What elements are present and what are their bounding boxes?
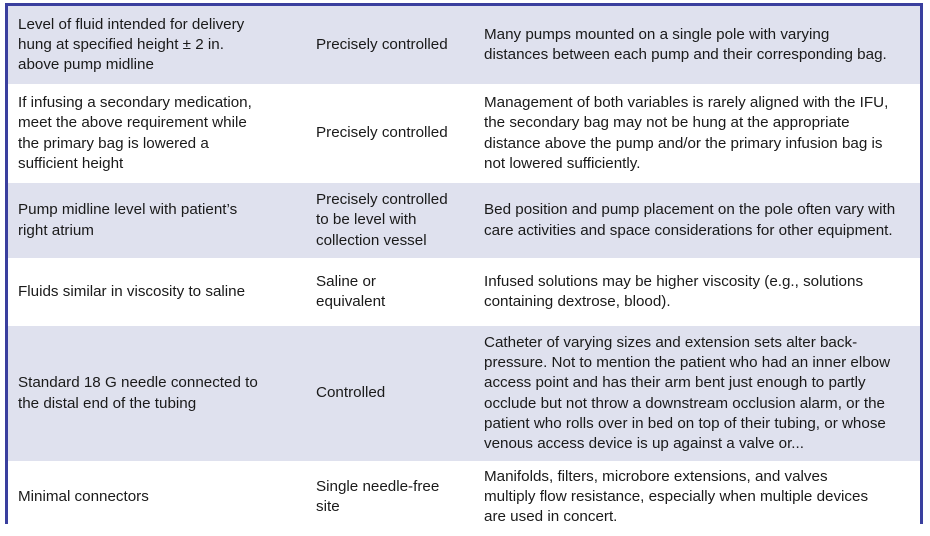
reality-text: Bed position and pump placement on the p… (484, 201, 896, 239)
table-body: Level of fluid intended for delivery hun… (8, 6, 920, 534)
requirement-text: Fluids similar in viscosity to saline (18, 282, 246, 300)
table-row: Minimal connectors Single needle-free si… (8, 461, 920, 534)
requirement-text: Minimal connectors (18, 488, 149, 506)
table-row: Standard 18 G needle connected to the di… (8, 326, 920, 461)
requirement-text: Pump midline level with patient’s right … (18, 201, 238, 239)
control-text: Precisely controlled (316, 35, 448, 53)
table-cell-requirement: Standard 18 G needle connected to the di… (8, 326, 306, 461)
table-cell-reality: Infused solutions may be higher viscosit… (474, 258, 920, 326)
table-cell-reality: Catheter of varying sizes and extension … (474, 326, 920, 461)
requirement-text: Level of fluid intended for delivery hun… (18, 15, 245, 74)
table-cell-control: Saline or equivalent (306, 258, 474, 326)
control-text: Controlled (316, 384, 386, 402)
control-text: Precisely controlled (316, 124, 448, 142)
reality-text: Management of both variables is rarely a… (484, 94, 889, 172)
reality-text: Infused solutions may be higher viscosit… (484, 272, 864, 310)
table-cell-reality: Management of both variables is rarely a… (474, 84, 920, 183)
spec-comparison-table: Level of fluid intended for delivery hun… (8, 6, 920, 534)
table-cell-reality: Manifolds, filters, microbore extensions… (474, 461, 920, 534)
table-cell-control: Precisely controlled (306, 6, 474, 84)
table-cell-requirement: Pump midline level with patient’s right … (8, 183, 306, 258)
requirement-text: If infusing a secondary medication, meet… (18, 94, 252, 172)
table-cell-control: Precisely controlled to be level with co… (306, 183, 474, 258)
spec-comparison-table-container: Level of fluid intended for delivery hun… (5, 3, 923, 534)
table-cell-control: Precisely controlled (306, 84, 474, 183)
table-cell-requirement: Minimal connectors (8, 461, 306, 534)
reality-text: Manifolds, filters, microbore extensions… (484, 468, 869, 526)
table-row: Fluids similar in viscosity to saline Sa… (8, 258, 920, 326)
table-cell-control: Controlled (306, 326, 474, 461)
table-row: If infusing a secondary medication, meet… (8, 84, 920, 183)
table-cell-reality: Many pumps mounted on a single pole with… (474, 6, 920, 84)
table-cell-requirement: Fluids similar in viscosity to saline (8, 258, 306, 326)
control-text: Saline or equivalent (316, 272, 386, 310)
control-text: Single needle-free site (316, 478, 440, 516)
table-cell-control: Single needle-free site (306, 461, 474, 534)
table-cell-requirement: Level of fluid intended for delivery hun… (8, 6, 306, 84)
table-cell-requirement: If infusing a secondary medication, meet… (8, 84, 306, 183)
requirement-text: Standard 18 G needle connected to the di… (18, 374, 258, 412)
control-text: Precisely controlled to be level with co… (316, 191, 448, 249)
reality-text: Catheter of varying sizes and extension … (484, 333, 891, 452)
table-cell-reality: Bed position and pump placement on the p… (474, 183, 920, 258)
reality-text: Many pumps mounted on a single pole with… (484, 25, 887, 63)
table-row: Pump midline level with patient’s right … (8, 183, 920, 258)
table-row: Level of fluid intended for delivery hun… (8, 6, 920, 84)
